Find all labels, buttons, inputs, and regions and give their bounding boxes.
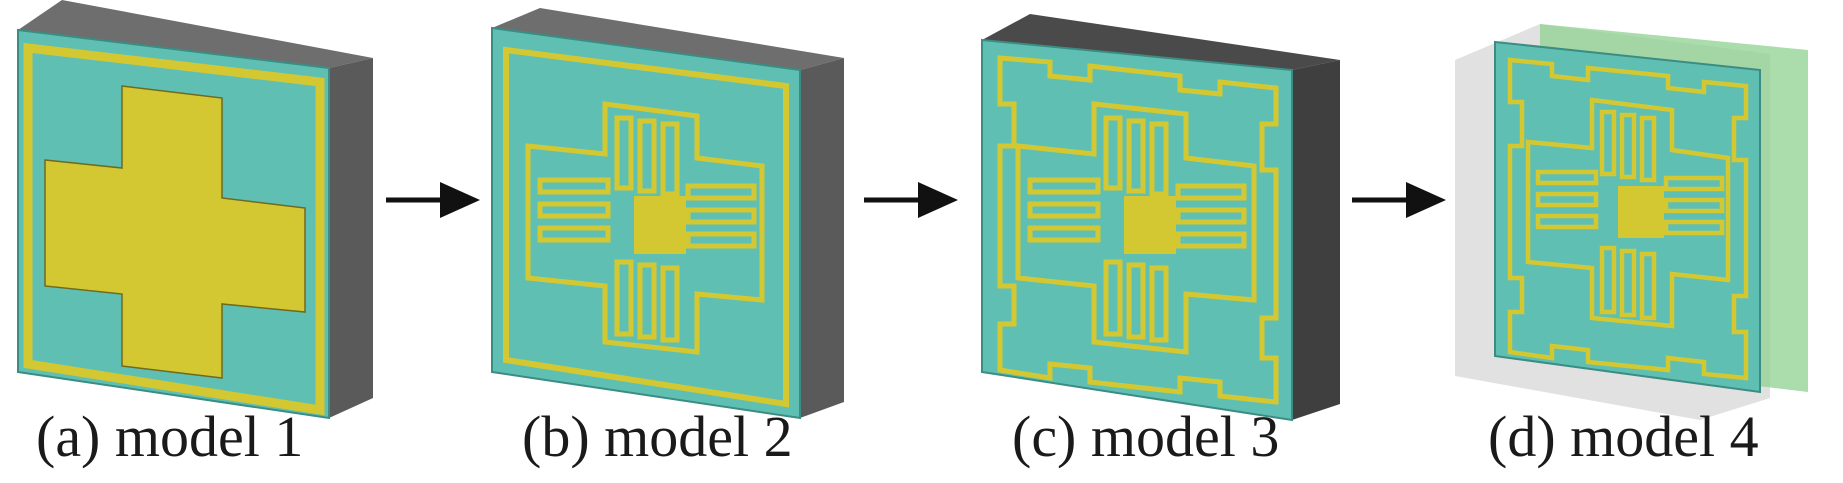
- arrow-right-icon: [864, 182, 958, 218]
- model-2-meander-cross: [525, 101, 765, 355]
- model-4: [1455, 24, 1808, 420]
- model-3-side-face: [1292, 60, 1340, 420]
- model-4-meander-cross: [1525, 97, 1731, 329]
- model-1-top-face: [18, 0, 373, 68]
- model-2-center-patch: [634, 196, 686, 254]
- model-3-top-face: [982, 14, 1340, 70]
- model-4-notched-ring: [1507, 57, 1749, 381]
- model-1: [17, 0, 373, 420]
- model-4-center-patch: [1618, 186, 1664, 238]
- model-2-ring: [503, 46, 789, 408]
- model-1-ring: [23, 42, 325, 416]
- arrow-right-icon: [1352, 182, 1446, 218]
- model-2-top-face: [492, 8, 844, 70]
- model-3: [981, 14, 1340, 422]
- caption-model-4: (d) model 4: [1488, 404, 1759, 469]
- model-3-notched-ring: [997, 55, 1279, 405]
- caption-model-3: (c) model 3: [1012, 404, 1280, 469]
- model-2: [491, 8, 844, 420]
- arrow-right-icon: [386, 182, 480, 218]
- model-3-meander-cross: [1015, 101, 1257, 355]
- model-1-cross: [44, 85, 306, 379]
- caption-model-2: (b) model 2: [522, 404, 793, 469]
- model-2-side-face: [800, 58, 844, 418]
- model-1-side-face: [329, 58, 373, 418]
- caption-model-1: (a) model 1: [36, 404, 304, 469]
- model-3-center-patch: [1124, 196, 1176, 254]
